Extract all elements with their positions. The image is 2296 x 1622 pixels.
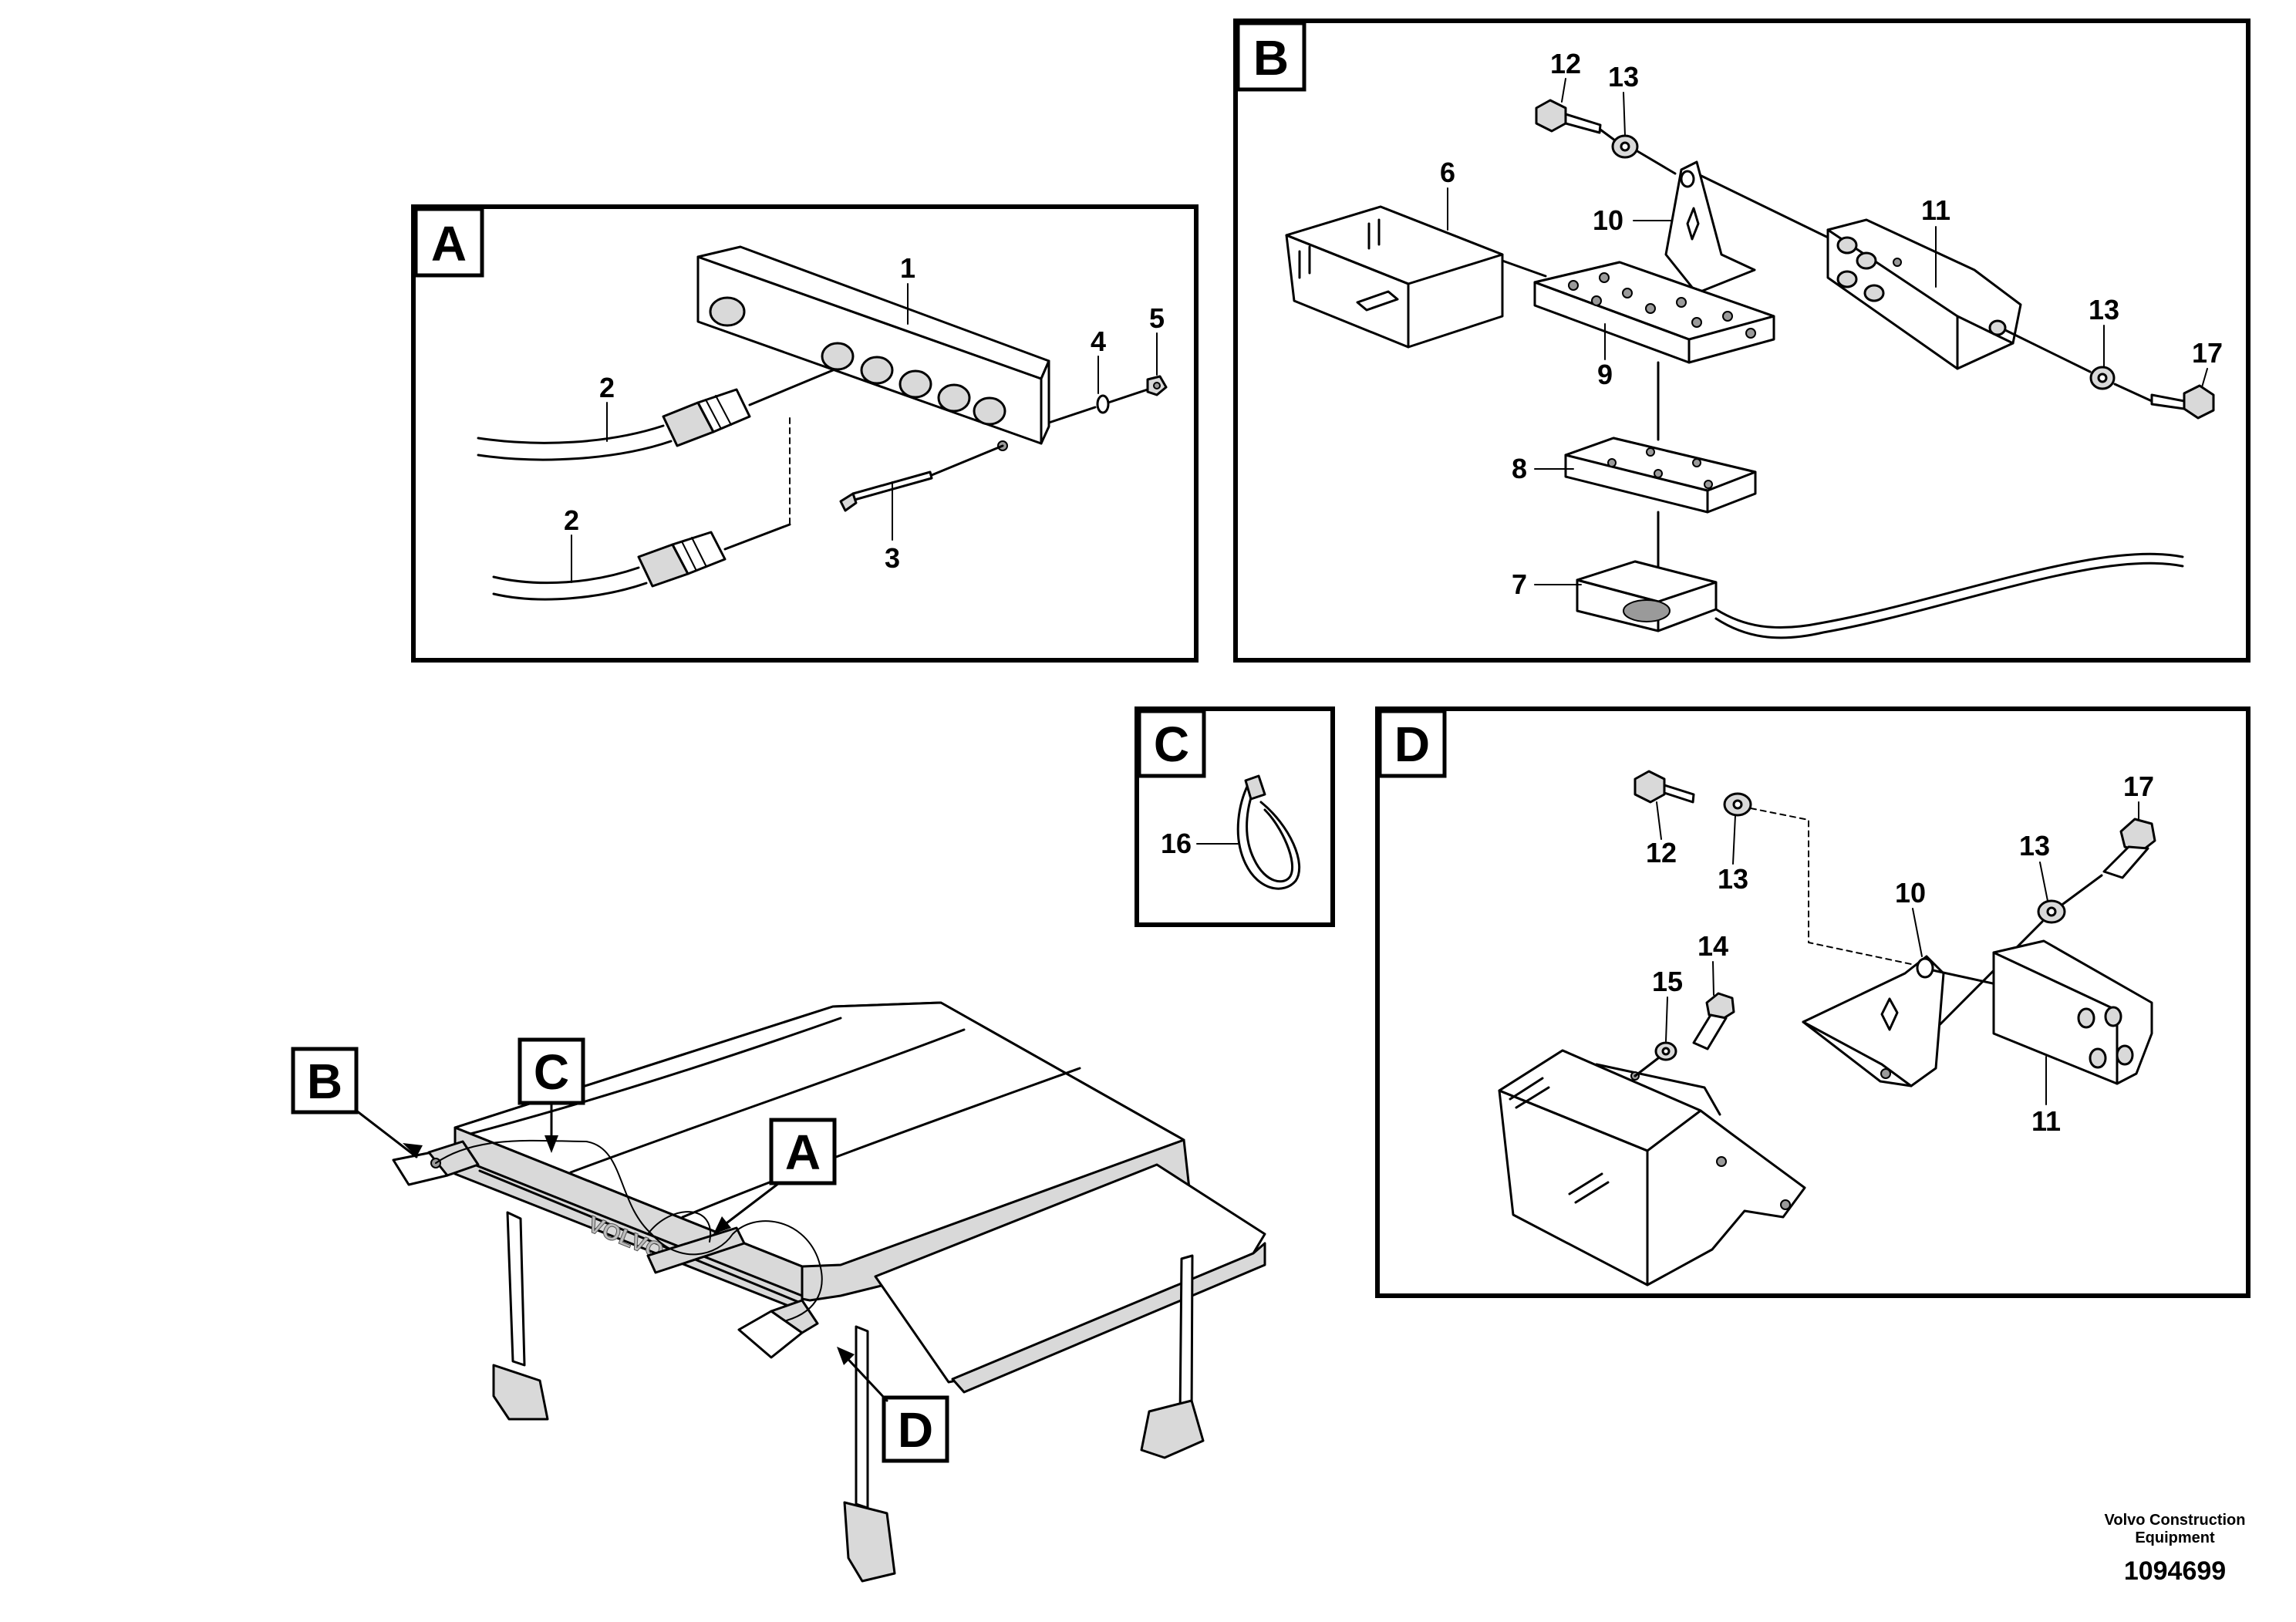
callout-4: 4 [1091,325,1106,357]
bolt-17-b [2150,384,2215,420]
callout-1: 1 [900,252,915,284]
screw-3 [839,444,1004,512]
callout-11: 11 [1921,194,1950,226]
callout-8: 8 [1512,453,1527,484]
bracket-11-b [1826,218,2022,370]
svg-text:A: A [785,1125,821,1180]
overview-tag-a: A [713,1118,837,1234]
callout-12-d: 12 [1646,837,1677,868]
bolt-12-d [1633,770,1695,804]
panel-d-tag: D [1394,717,1430,772]
overview-tag-d: D [837,1347,949,1463]
panel-c-frame [1135,706,1335,927]
callout-12: 12 [1550,48,1581,79]
callout-10: 10 [1593,204,1623,236]
panel-c: C 16 [1135,706,1335,927]
panel-d-frame [1375,706,2250,1298]
panel-b: B [1233,19,2250,663]
svg-text:C: C [534,1044,569,1100]
plate-9 [1533,261,1775,364]
credit-line-2: Equipment [2135,1529,2215,1546]
panel-c-tag-box [1137,709,1206,778]
callout-3: 3 [885,542,900,574]
control-unit-d [1498,1049,1806,1286]
callout-10-d: 10 [1895,877,1926,909]
panel-b-frame [1233,19,2250,663]
panel-b-tag-box [1236,21,1306,92]
panel-a-tag: A [431,216,467,271]
callout-17-d: 17 [2123,771,2154,802]
washer-4 [1096,394,1110,414]
pad-8 [1564,437,1757,514]
overview-junction-a [646,1226,746,1274]
sensor-7 [1576,552,2184,639]
overview-tag-c: C [518,1037,585,1153]
callout-5: 5 [1149,302,1165,334]
credit-line-1: Volvo Construction [2105,1512,2246,1529]
callout-14-d: 14 [1698,930,1728,962]
bracket-11-d [1992,939,2153,1085]
panel-b-tag: B [1253,30,1289,86]
control-unit-6 [1285,205,1504,349]
callout-13-lower: 13 [2089,294,2119,325]
callout-11-d: 11 [2031,1105,2061,1137]
cable-tie-16 [1236,774,1300,890]
panel-a-tag-box [413,207,484,278]
panel-a: A [411,204,1199,663]
svg-text:B: B [307,1054,342,1109]
callout-13-d-left: 13 [1718,863,1748,895]
callout-13-d-right: 13 [2019,830,2050,862]
overview-sensor-d [737,1299,819,1359]
callout-17: 17 [2192,337,2223,369]
callout-9: 9 [1597,359,1613,390]
panel-d: D [1375,706,2250,1298]
callout-7: 7 [1512,568,1527,600]
bracket-10-b [1664,160,1756,295]
svg-text:D: D [898,1402,933,1458]
callout-15-d: 15 [1652,966,1683,997]
junction-block [696,245,1050,451]
cable-connector-upper [477,369,834,461]
callout-16: 16 [1161,828,1192,859]
bolt-17-d [2102,818,2156,879]
overview-cab: VOLVO B [291,1001,1266,1583]
callout-2-upper: 2 [599,372,615,403]
overview-sensor-b [392,1140,480,1186]
callout-2-lower: 2 [564,504,579,536]
document-number: 1094699 [2124,1556,2226,1586]
panel-c-tag: C [1154,717,1189,772]
bracket-10-d [1802,955,1945,1088]
callout-13-upper: 13 [1608,61,1639,93]
bolt-12-b [1535,99,1602,134]
footer: Volvo Construction Equipment 1094699 [2105,1512,2246,1586]
callout-6: 6 [1440,157,1455,188]
panel-a-frame [411,204,1199,663]
cable-connector-lower [492,523,791,601]
overview-tag-b: B [291,1047,423,1158]
nut-5 [1146,375,1168,396]
bolt-14-d [1692,992,1735,1050]
panel-d-tag-box [1377,709,1447,778]
